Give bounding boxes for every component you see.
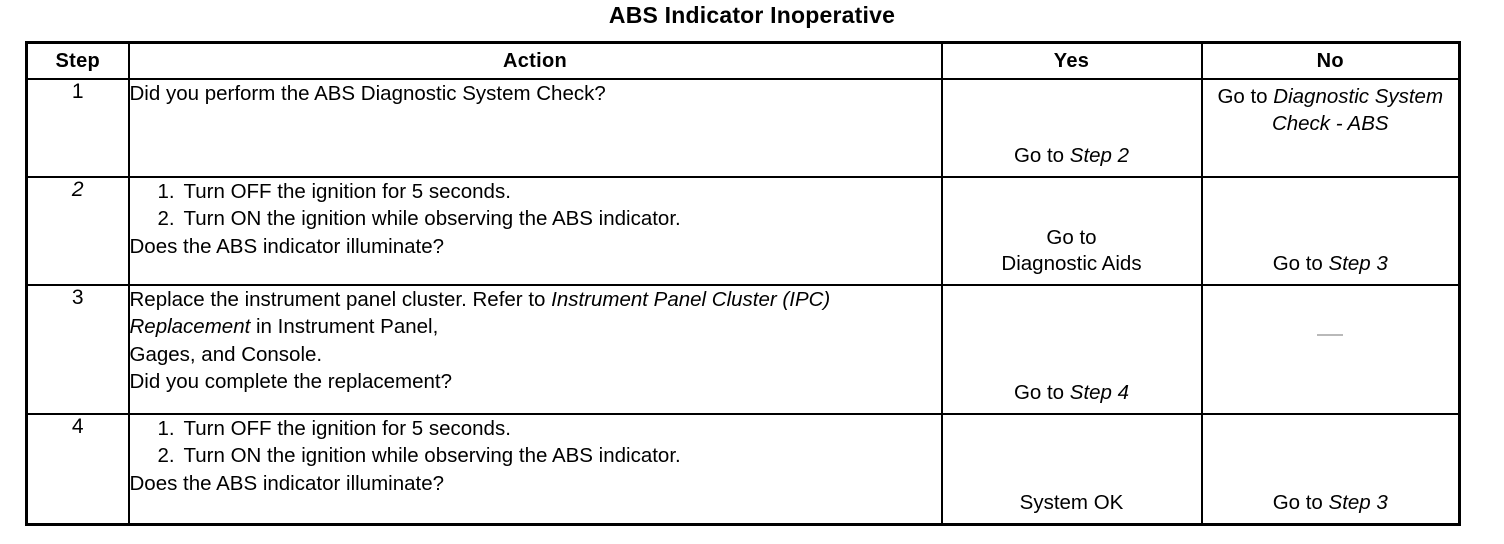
action-emphasis: Instrument Panel Cluster (IPC) Replaceme…	[129, 288, 831, 339]
action-line: Did you perform the ABS Diagnostic Syste…	[130, 80, 941, 107]
answer-target-reference: Step 3	[1328, 252, 1388, 276]
action-cell: 1.Turn OFF the ignition for 5 seconds.2.…	[127, 413, 943, 526]
action-text: Did you perform the ABS Diagnostic Syste…	[129, 82, 606, 105]
answer-prefix: Go to	[1272, 252, 1329, 276]
action-text: in Instrument Panel,	[250, 315, 439, 339]
answer-content: Go to Diagnostic System Check - ABS	[1203, 84, 1459, 137]
step-number-cell: 2	[25, 176, 130, 286]
answer-target-reference: Diagnostic System Check - ABS	[1271, 85, 1444, 135]
action-text: Turn OFF the ignition for 5 seconds.	[183, 417, 511, 440]
no-answer-cell: Go to Diagnostic System Check - ABS	[1200, 78, 1461, 178]
answer-line: Go to Step 3	[1203, 251, 1459, 278]
answer-prefix: Go to	[1013, 144, 1070, 168]
answer-target-reference: Step 2	[1069, 144, 1130, 168]
diagnostic-flow-table: Step Action Yes No 1 Did you perform the …	[25, 41, 1461, 526]
answer-content: Go to Step 4	[943, 380, 1201, 407]
action-line: Does the ABS indicator illuminate?	[130, 470, 941, 497]
no-answer-cell: Go to Step 3	[1200, 413, 1461, 526]
column-header-no: No	[1200, 41, 1461, 80]
diagnostic-table-container: Step Action Yes No 1 Did you perform the …	[25, 41, 1461, 526]
action-line: 1. Turn OFF the ignition for 5 seconds.	[130, 415, 941, 442]
action-text: Turn ON the ignition while observing the…	[183, 444, 681, 468]
action-line: 1. Turn OFF the ignition for 5 seconds.	[130, 178, 941, 205]
answer-prefix: Go to	[1013, 381, 1070, 405]
answer-content: Go to Step 2	[943, 143, 1201, 170]
action-line: Does the ABS indicator illuminate?	[130, 233, 941, 260]
answer-line: Go to Step 2	[943, 143, 1201, 170]
action-line: Did you complete the replacement?	[130, 368, 941, 395]
column-header-step: Step	[25, 41, 130, 80]
yes-answer-cell: Go to Step 2	[940, 78, 1203, 178]
answer-line: Go to	[1046, 225, 1097, 249]
answer-content: Go to Step 3	[1203, 251, 1459, 278]
answer-target-reference: Step 4	[1069, 381, 1130, 405]
action-text: Turn OFF the ignition for 5 seconds.	[183, 180, 511, 203]
step-number: 3	[71, 286, 84, 309]
action-line: Gages, and Console.	[130, 341, 941, 368]
yes-answer-cell: Go to Diagnostic Aids	[940, 176, 1203, 286]
column-header-action: Action	[127, 41, 943, 80]
action-text: Gages, and Console.	[129, 342, 323, 366]
action-text: Did you complete the replacement?	[129, 369, 453, 393]
action-line: 2. Turn ON the ignition while observing t…	[130, 442, 941, 469]
action-list-number: 2.	[157, 444, 175, 468]
no-answer-cell	[1200, 284, 1461, 415]
action-list-number: 1.	[157, 180, 175, 203]
action-text: Does the ABS indicator illuminate?	[129, 471, 445, 495]
action-text: Turn ON the ignition while observing the…	[183, 207, 681, 231]
table-body: 1 Did you perform the ABS Diagnostic Syst…	[25, 78, 1461, 526]
action-text: Replace the instrument panel cluster. Re…	[129, 288, 552, 311]
table-header-row: Step Action Yes No	[25, 41, 1461, 80]
step-number: 4	[71, 415, 84, 438]
answer-content: Go to Diagnostic Aids	[943, 225, 1201, 278]
action-cell: Did you perform the ABS Diagnostic Syste…	[127, 78, 943, 178]
action-cell: 1.Turn OFF the ignition for 5 seconds.2.…	[127, 176, 943, 286]
step-number-cell: 1	[25, 78, 130, 178]
answer-target-reference: Step 3	[1328, 491, 1388, 515]
answer-line: Go to Step 3	[1203, 490, 1459, 517]
action-cell: Replace the instrument panel cluster. Re…	[127, 284, 943, 415]
action-text: Does the ABS indicator illuminate?	[129, 234, 445, 258]
yes-answer-cell: System OK	[940, 413, 1203, 526]
action-line: 2. Turn ON the ignition while observing t…	[130, 205, 941, 232]
column-header-yes: Yes	[940, 41, 1203, 80]
scan-artifact-mark	[1317, 334, 1344, 336]
action-list-number: 2.	[157, 207, 175, 231]
answer-line: Diagnostic Aids	[1001, 252, 1142, 276]
answer-prefix: System OK	[1019, 491, 1124, 515]
step-number-cell: 3	[25, 284, 130, 415]
step-number: 2	[71, 178, 84, 201]
page-title: ABS Indicator Inoperative	[608, 2, 896, 28]
answer-content: Go to Step 3	[1203, 490, 1459, 517]
table-row: 1 Did you perform the ABS Diagnostic Syst…	[25, 78, 1461, 178]
action-line: Replace the instrument panel cluster. Re…	[130, 286, 941, 341]
answer-prefix: Go to	[1272, 491, 1329, 515]
action-list-number: 1.	[157, 417, 175, 440]
answer-line: Go to Diagnostic System Check - ABS	[1203, 84, 1459, 137]
answer-line: System OK	[943, 490, 1201, 517]
step-number-cell: 4	[25, 413, 130, 526]
answer-line: Go to Step 4	[943, 380, 1201, 407]
no-answer-cell: Go to Step 3	[1200, 176, 1461, 286]
yes-answer-cell: Go to Step 4	[940, 284, 1203, 415]
step-number: 1	[71, 80, 84, 103]
answer-prefix: Go to	[1217, 85, 1274, 108]
table-row: 3 Replace the instrument panel cluster. R…	[25, 284, 1461, 415]
answer-content: System OK	[943, 490, 1201, 517]
